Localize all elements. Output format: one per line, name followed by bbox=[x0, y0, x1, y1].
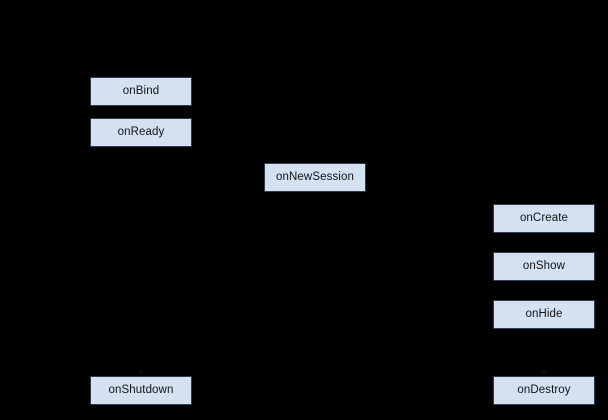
node-label-on-show: onShow bbox=[522, 259, 566, 272]
connector-show-to-hide bbox=[544, 281, 545, 300]
node-label-on-ready: onReady bbox=[117, 125, 165, 138]
connector-hide-to-destroy bbox=[544, 329, 545, 376]
node-on-create[interactable]: onCreate bbox=[493, 204, 595, 233]
node-label-on-destroy: onDestroy bbox=[517, 383, 571, 396]
node-label-on-new-session: onNewSession bbox=[276, 170, 354, 183]
connector-ready-to-shutdown bbox=[140, 147, 141, 376]
node-label-on-create: onCreate bbox=[519, 211, 569, 224]
node-on-shutdown[interactable]: onShutdown bbox=[90, 376, 192, 405]
connector-bind-to-ready bbox=[140, 106, 141, 118]
node-label-on-hide: onHide bbox=[525, 307, 563, 320]
node-on-destroy[interactable]: onDestroy bbox=[493, 376, 595, 405]
node-label-on-bind: onBind bbox=[122, 84, 160, 97]
connector-newsession-to-create bbox=[315, 192, 316, 218]
node-on-bind[interactable]: onBind bbox=[90, 77, 192, 106]
node-on-hide[interactable]: onHide bbox=[493, 300, 595, 329]
node-on-show[interactable]: onShow bbox=[493, 252, 595, 281]
node-label-on-shutdown: onShutdown bbox=[108, 383, 174, 396]
connector-create-to-show bbox=[544, 233, 545, 252]
node-on-new-session[interactable]: onNewSession bbox=[264, 163, 366, 192]
node-on-ready[interactable]: onReady bbox=[90, 118, 192, 147]
